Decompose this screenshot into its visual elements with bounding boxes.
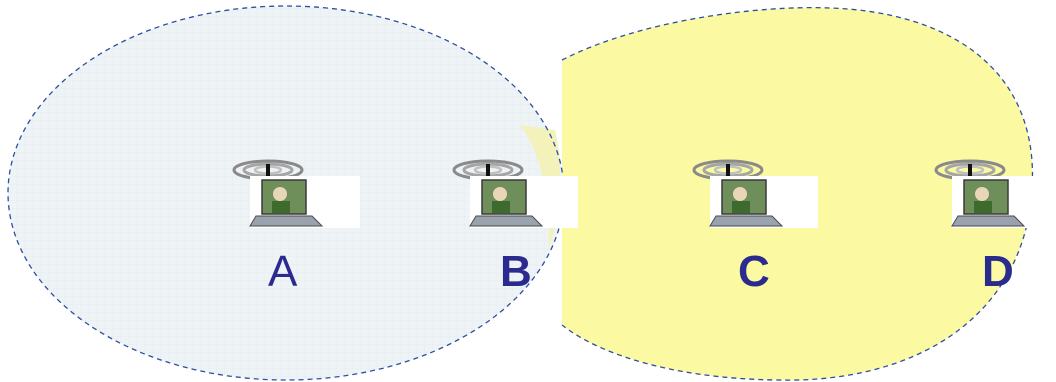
node-c: C <box>692 159 818 296</box>
laptop-icon <box>469 176 578 228</box>
node-a: A <box>232 159 360 296</box>
node-label-b: B <box>500 247 532 296</box>
laptop-icon <box>249 176 360 228</box>
node-label-d: D <box>982 247 1014 296</box>
laptop-icon <box>709 176 818 228</box>
laptop-icon <box>951 176 1056 228</box>
range-border-right <box>561 7 1034 381</box>
node-b: B <box>452 159 578 296</box>
node-label-a: A <box>268 247 298 296</box>
node-d: D <box>934 159 1056 296</box>
node-label-c: C <box>738 247 770 296</box>
